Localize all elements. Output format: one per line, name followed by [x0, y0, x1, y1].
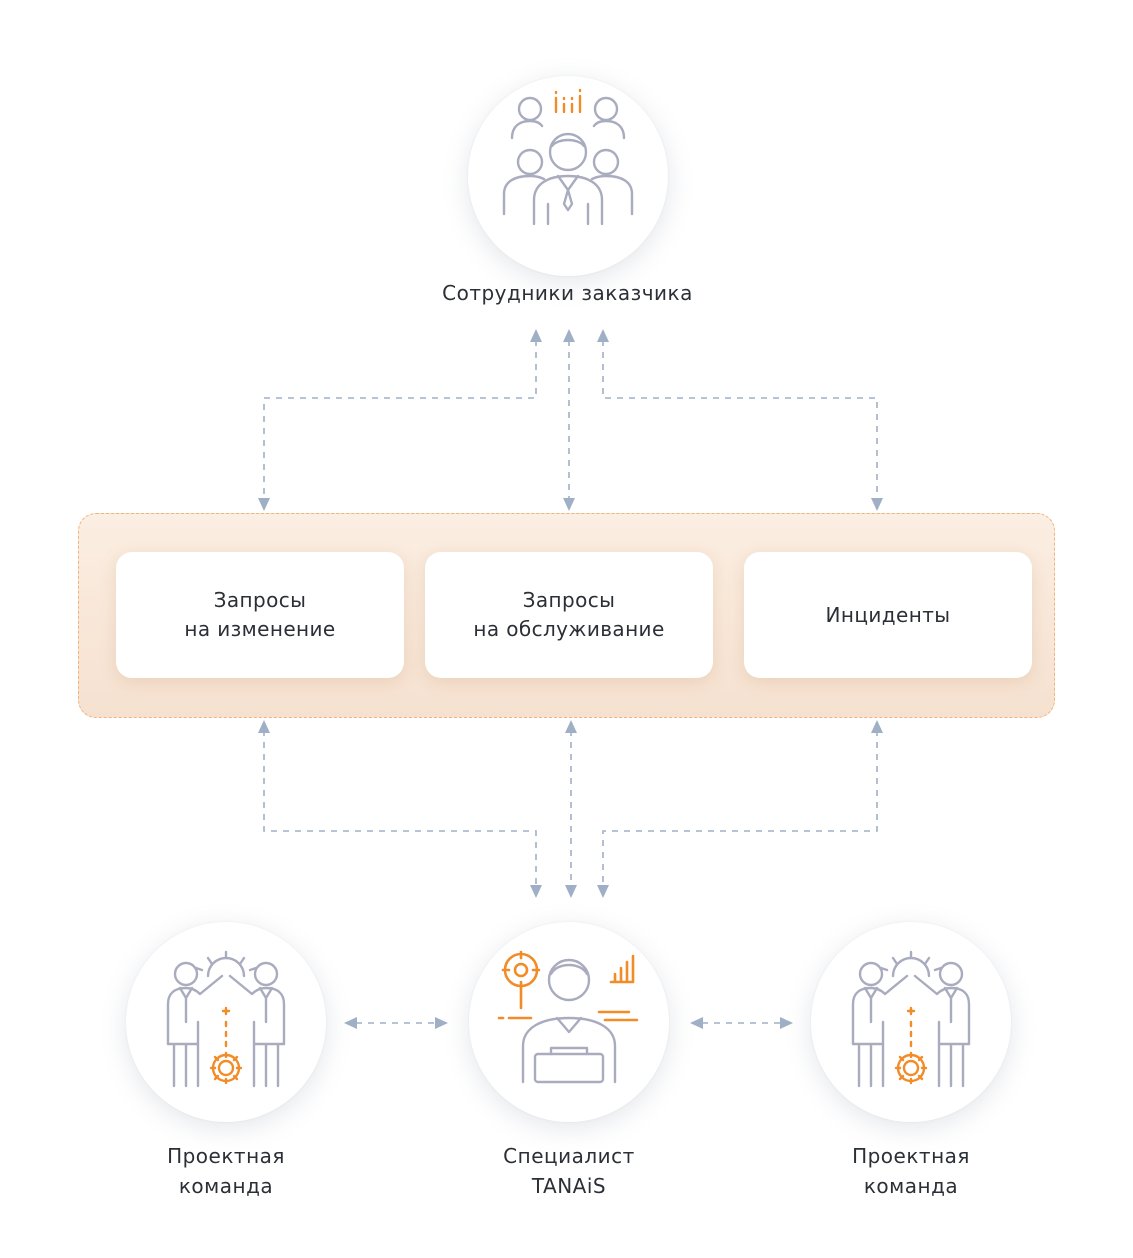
arrow-down — [565, 885, 577, 898]
card-change-requests-line1: Запросы — [213, 588, 307, 612]
customer-employees-label: Сотрудники заказчика — [442, 281, 693, 305]
arrow-down — [530, 885, 542, 898]
card-change-requests-line2: на изменение — [184, 617, 336, 641]
connector-bottom-left — [263, 730, 537, 887]
arrow-up — [258, 720, 270, 733]
project-team-label-left: Проектная команда — [167, 1144, 285, 1198]
arrow-up — [530, 329, 542, 342]
card-change-requests: Запросы на изменение — [116, 552, 404, 678]
card-service-requests: Запросы на обслуживание — [425, 552, 713, 678]
connector-bottom-right — [602, 730, 878, 887]
group-of-people-icon — [502, 88, 634, 226]
connector-top-left — [263, 340, 537, 500]
card-service-requests-line2: на обслуживание — [473, 617, 665, 641]
arrow-right — [435, 1017, 448, 1029]
arrow-down — [597, 885, 609, 898]
arrow-down — [563, 498, 575, 511]
arrow-right — [780, 1017, 793, 1029]
tanais-specialist-node — [469, 922, 669, 1122]
project-team-label-right: Проектная команда — [852, 1144, 970, 1198]
project-team-node-right — [811, 922, 1011, 1122]
card-incidents: Инциденты — [744, 552, 1032, 678]
card-service-requests-line1: Запросы — [522, 588, 616, 612]
arrow-up — [597, 329, 609, 342]
connector-top-right — [602, 340, 878, 500]
specialist-analytics-icon — [497, 950, 639, 1084]
arrow-up — [563, 329, 575, 342]
arrow-left — [344, 1017, 357, 1029]
arrow-left — [690, 1017, 703, 1029]
project-team-node-left — [126, 922, 326, 1122]
arrow-up — [565, 720, 577, 733]
tanais-specialist-label: Специалист TANAiS — [503, 1144, 635, 1198]
customer-employees-node — [468, 76, 668, 276]
team-gear-icon — [166, 950, 286, 1088]
team-gear-icon — [851, 950, 971, 1088]
card-incidents-line1: Инциденты — [825, 602, 951, 627]
arrow-up — [871, 720, 883, 733]
arrow-down — [871, 498, 883, 511]
arrow-down — [258, 498, 270, 511]
